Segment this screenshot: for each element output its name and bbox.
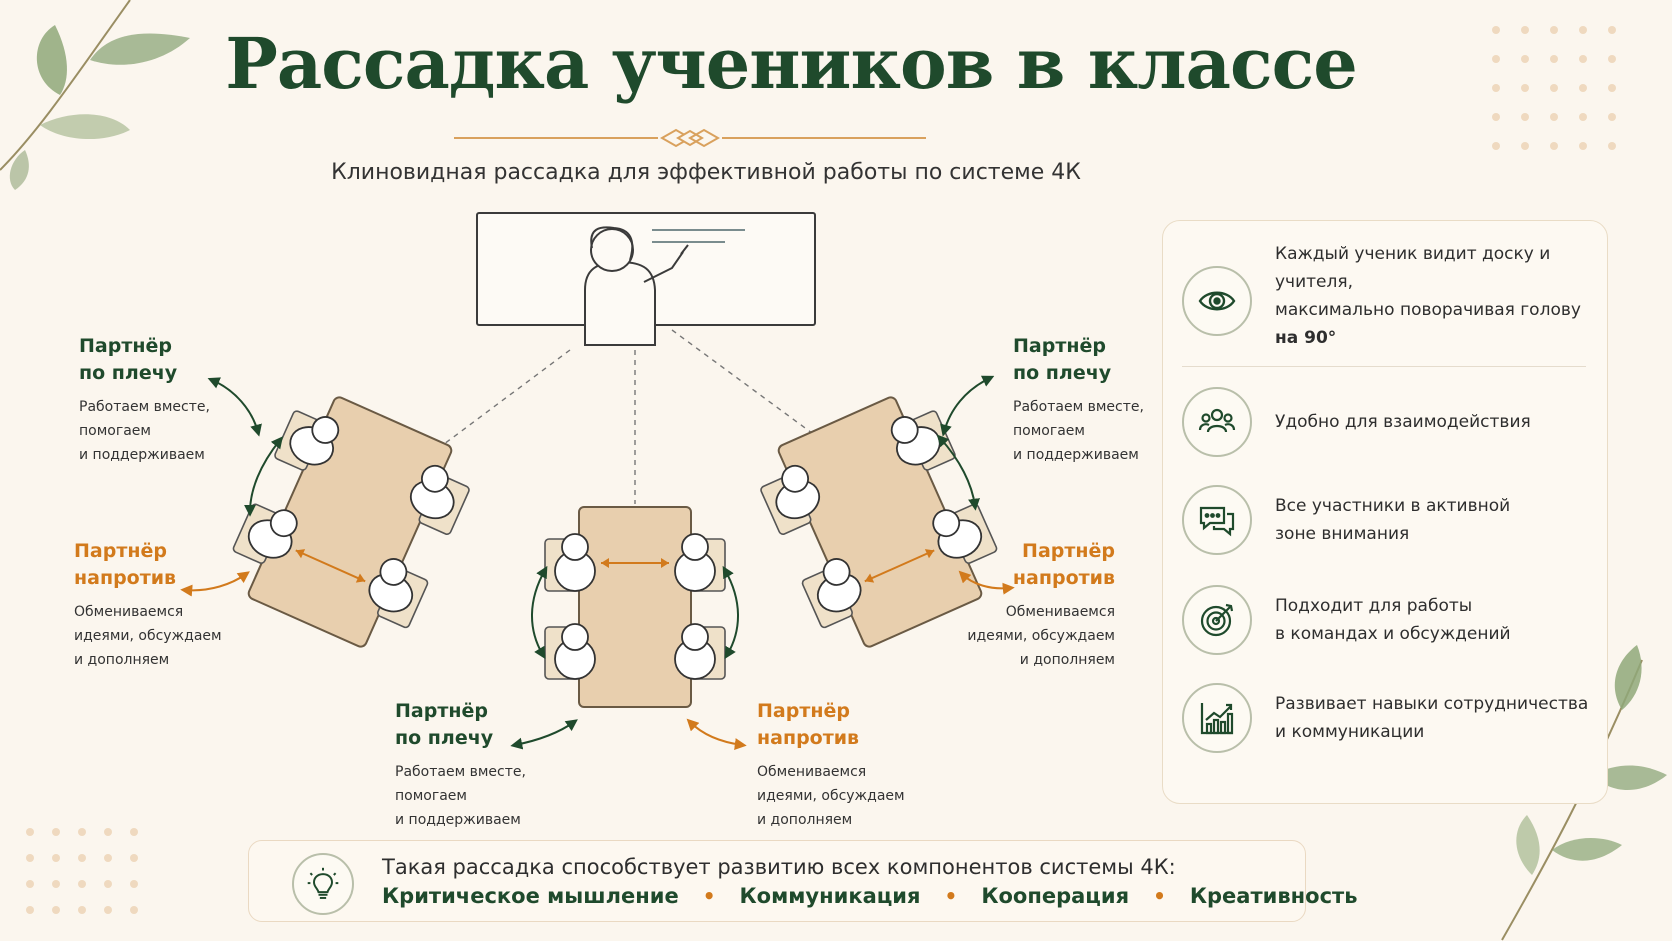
label-title: Партнёр [1013,335,1106,357]
lightbulb-icon [292,853,354,915]
label-desc-line: Работаем вместе, [79,399,210,415]
leaf-branch-top-left-icon [0,0,190,190]
feature-text-line: Подходит для работы [1275,596,1473,616]
label-title: Партнёр [1022,540,1115,562]
separator-dot: • [944,884,958,908]
feature-item: Удобно для взаимодействия [1182,387,1595,457]
feature-text-line: в командах и обсуждений [1275,624,1511,644]
label-title: Партнёр [79,335,172,357]
label-desc-line: Работаем вместе, [395,764,526,780]
separator-dot: • [702,884,716,908]
eye-icon [1182,266,1252,336]
page-subtitle: Клиновидная рассадка для эффективной раб… [331,160,1081,185]
feature-text-line: зоне внимания [1275,524,1410,544]
label-title: напротив [74,567,177,589]
label-desc-line: помогаем [395,788,467,804]
label-title: по плечу [79,362,178,384]
chat-icon [1182,485,1252,555]
feature-text-line: Каждый ученик видит доску и учителя, [1275,244,1551,292]
label-desc-line: и дополняем [1019,652,1115,668]
label-desc-line: помогаем [79,423,151,439]
feature-text-line: и коммуникации [1275,722,1425,742]
dot-pattern-icon [26,828,138,914]
label-desc-line: и поддерживаем [79,447,205,463]
label-left-shoulder-partner: Партнёр по плечу Работаем вместе, помога… [79,333,259,467]
summary-item: Критическое мышление [382,884,679,908]
feature-text-line: Развивает навыки сотрудничества [1275,694,1589,714]
label-desc-line: идеями, обсуждаем [757,788,905,804]
label-title: напротив [757,727,860,749]
label-desc-line: и дополняем [757,812,853,828]
feature-text-line: максимально поворачивая голову [1275,300,1581,320]
label-title: Партнёр [395,700,488,722]
label-center-shoulder-partner: Партнёр по плечу Работаем вместе, помога… [395,698,575,832]
label-desc-line: и поддерживаем [395,812,521,828]
growth-chart-icon [1182,683,1252,753]
label-right-shoulder-partner: Партнёр по плечу Работаем вместе, помога… [1013,333,1173,467]
feature-item: Развивает навыки сотрудничества и коммун… [1182,683,1595,753]
page-title: Рассадка учеников в классе [225,22,1358,105]
label-title: по плечу [1013,362,1112,384]
label-desc-line: идеями, обсуждаем [74,628,222,644]
feature-text-line: Все участники в активной [1275,496,1511,516]
label-desc-line: идеями, обсуждаем [967,628,1115,644]
teacher-figure-icon [584,226,689,346]
feature-item: Все участники в активной зоне внимания [1182,485,1595,555]
label-center-opposite-partner: Партнёр напротив Обмениваемся идеями, об… [757,698,947,832]
target-icon [1182,585,1252,655]
label-desc-line: Обмениваемся [1005,604,1115,620]
label-desc-line: помогаем [1013,423,1085,439]
group-icon [1182,387,1252,457]
label-right-opposite-partner: Партнёр напротив Обмениваемся идеями, об… [960,538,1115,672]
label-desc-line: Обмениваемся [74,604,184,620]
label-title: по плечу [395,727,494,749]
dot-pattern-icon [1492,26,1616,150]
summary-item: Кооперация [981,884,1130,908]
label-desc-line: и дополняем [74,652,170,668]
summary-item: Коммуникация [739,884,921,908]
summary-item: Креативность [1189,884,1358,908]
label-desc-line: Работаем вместе, [1013,399,1144,415]
feature-text-line: Удобно для взаимодействия [1275,412,1531,432]
label-title: напротив [1012,567,1115,589]
label-desc-line: Обмениваемся [757,764,867,780]
label-title: Партнёр [757,700,850,722]
title-ornament-icon [454,128,926,148]
feature-text-line: на 90° [1275,328,1337,348]
divider [1182,366,1586,367]
summary-bar [248,840,1306,922]
label-left-opposite-partner: Партнёр напротив Обмениваемся идеями, об… [74,538,264,672]
summary-items: Критическое мышление • Коммуникация • Ко… [382,884,1357,908]
feature-item: Подходит для работы в командах и обсужде… [1182,585,1595,655]
separator-dot: • [1153,884,1166,908]
feature-item: Каждый ученик видит доску и учителя, мак… [1182,244,1595,352]
label-title: Партнёр [74,540,167,562]
summary-text: Такая рассадка способствует развитию все… [382,855,1176,879]
label-desc-line: и поддерживаем [1013,447,1139,463]
